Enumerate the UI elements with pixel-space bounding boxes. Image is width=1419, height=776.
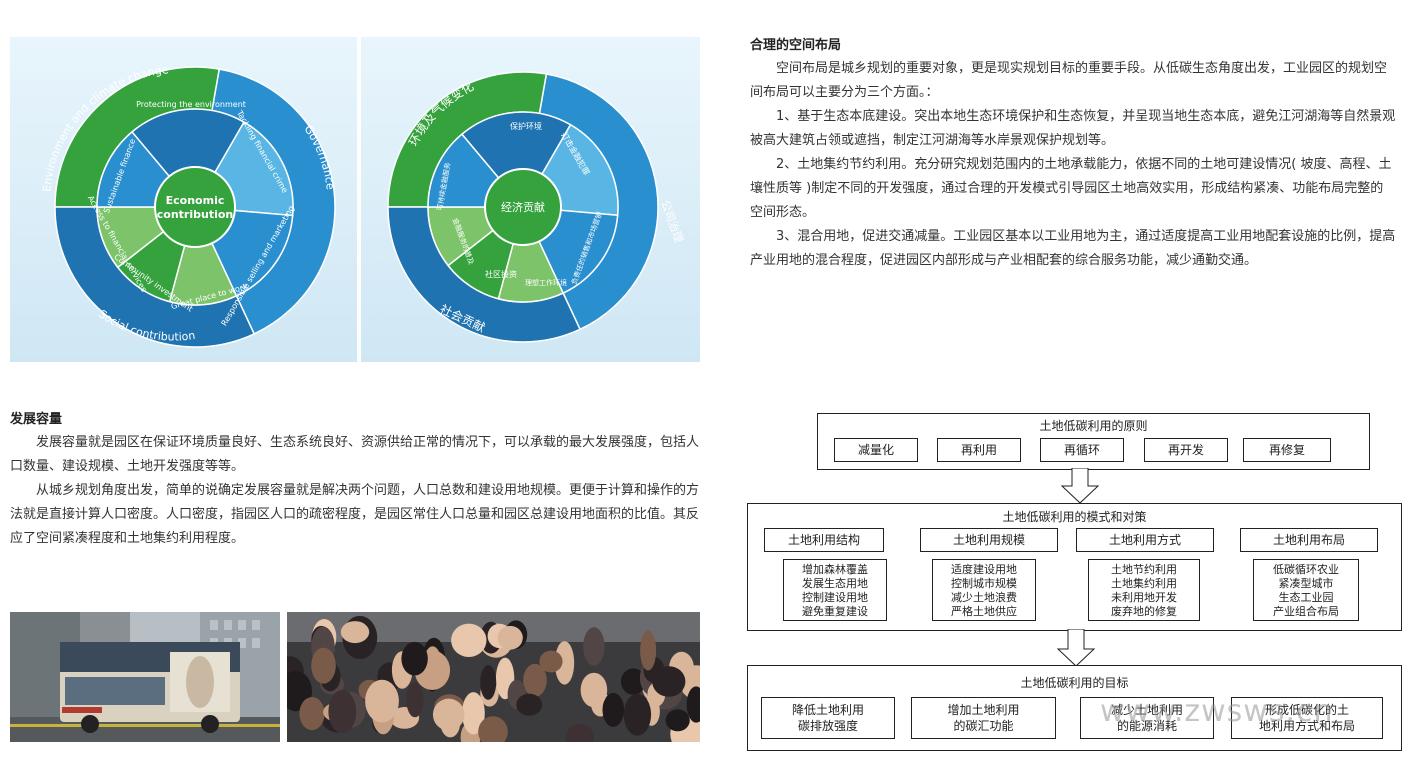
mode-head-2: 土地利用方式 (1076, 528, 1214, 552)
mode-list-3-line-2: 生态工业园 (1278, 591, 1334, 604)
principles-title: 土地低碳利用的原则 (1039, 419, 1148, 433)
modes-box: 土地低碳利用的模式和对策 土地利用结构 土地利用规模 土地利用方式 土地利用布局… (747, 503, 1402, 631)
principle-item-3: 再开发 (1144, 438, 1228, 462)
mode-list-1-line-0: 适度建设用地 (951, 563, 1017, 576)
mode-list-0: 增加森林覆盖 发展生态用地 控制建设用地 避免重复建设 (783, 559, 887, 621)
center-circle (154, 166, 236, 248)
center-label-cn: 经济贡献 (501, 200, 545, 214)
goal-item-2-line-0: 减少土地利用 (1110, 703, 1183, 717)
crowd-person (523, 663, 547, 697)
crowd-person (623, 693, 652, 736)
goal-item-2-line-1: 的能源消耗 (1116, 719, 1177, 733)
center-label-line1: Economic (166, 194, 225, 207)
goals-box: 土地低碳利用的目标 降低土地利用 碳排放强度 增加土地利用 的碳汇功能 减少土地… (747, 665, 1402, 751)
mode-list-3-line-3: 产业组合布局 (1273, 605, 1339, 618)
goal-item-2: 减少土地利用 的能源消耗 (1080, 697, 1214, 739)
inner-label-cn-0: 保护环境 (510, 121, 542, 131)
crowd-person (440, 709, 461, 738)
crowd-person (328, 690, 357, 734)
crowd-person (478, 716, 508, 742)
goal-item-0-line-1: 碳排放强度 (797, 719, 858, 733)
crowd-person (640, 630, 657, 671)
goal-item-1-line-0: 增加土地利用 (947, 703, 1020, 717)
chinese-wheel-diagram: 环境及气候变化 公司治理 社会贡献 保护环境 打击金融犯罪 负责任的销售和市场营… (361, 37, 700, 362)
capacity-paragraph-1: 从城乡规划角度出发，简单的说确定发展容量就是解决两个问题，人口总数和建设用地规模… (10, 483, 700, 546)
goal-item-3-line-1: 地利用方式和布局 (1258, 719, 1355, 733)
goal-item-1-line-1: 的碳汇功能 (953, 719, 1014, 733)
crowd-person (497, 625, 523, 650)
watermark: www.zwsws.cn (1100, 694, 1334, 729)
crowd-person (299, 697, 325, 731)
crowd-person (451, 623, 487, 657)
crowd-person (365, 679, 399, 723)
mode-head-1: 土地利用规模 (920, 528, 1058, 552)
capacity-paragraph-0: 发展容量就是园区在保证环境质量良好、生态系统良好、资源供给正常的情况下，可以承载… (10, 435, 700, 474)
inner-label-0: Protecting the environment (136, 100, 246, 109)
down-arrow-icon (1056, 629, 1096, 667)
mode-list-2-line-2: 未利用地开发 (1111, 591, 1177, 604)
principle-item-1: 再利用 (937, 438, 1021, 462)
modes-title: 土地低碳利用的模式和对策 (1002, 510, 1147, 524)
mode-list-3-line-0: 低碳循环农业 (1273, 563, 1339, 576)
goals-title: 土地低碳利用的目标 (1020, 676, 1129, 690)
mode-list-0-line-1: 发展生态用地 (802, 577, 868, 590)
crowd-person (583, 627, 605, 666)
mode-list-1: 适度建设用地 控制城市规模 减少土地浪费 严格土地供应 (932, 559, 1036, 621)
crowd-person (539, 650, 563, 673)
crowd-person (580, 672, 608, 708)
crowd-person (311, 647, 336, 684)
crowd-person (565, 723, 594, 742)
down-arrow-icon (1060, 468, 1100, 504)
crowd-person (620, 668, 646, 695)
crowd-person (406, 682, 424, 718)
crowd-person (665, 709, 690, 732)
mode-list-3-line-1: 紧凑型城市 (1278, 577, 1334, 590)
crowd-person (462, 692, 485, 735)
goal-item-0: 降低土地利用 碳排放强度 (761, 697, 895, 739)
inner-label-cn-4: 社区投资 (485, 269, 517, 279)
goal-item-3-line-0: 形成低碳化的土 (1264, 703, 1349, 717)
center-label-line2: contribution (157, 208, 233, 221)
layout-section: 合理的空间布局 空间布局是城乡规划的重要对象，更是现实规划目标的重要手段。从低碳… (750, 34, 1396, 273)
mode-head-0: 土地利用结构 (764, 528, 884, 552)
mode-list-2-line-1: 土地集约利用 (1111, 577, 1177, 590)
mode-list-1-line-3: 严格土地供应 (951, 605, 1017, 618)
crowd-person (401, 641, 428, 676)
mode-list-1-line-2: 减少土地浪费 (951, 591, 1017, 604)
principle-item-4: 再修复 (1243, 438, 1331, 462)
capacity-section: 发展容量 发展容量就是园区在保证环境质量良好、生态系统良好、资源供给正常的情况下… (10, 408, 700, 551)
crowd-person (516, 693, 543, 716)
mode-head-3: 土地利用布局 (1240, 528, 1378, 552)
crowd-photo (287, 612, 700, 742)
principle-item-0: 减量化 (834, 438, 918, 462)
crowd-person (340, 621, 370, 644)
mode-list-3: 低碳循环农业 紧凑型城市 生态工业园 产业组合布局 (1253, 559, 1359, 621)
street-bus-photo (10, 612, 280, 742)
layout-paragraph-1: 1、基于生态本底建设。突出本地生态环境保护和生态恢复，并呈现当地生态本底，避免江… (750, 109, 1396, 148)
goal-item-0-line-0: 降低土地利用 (791, 703, 864, 717)
capacity-section-title: 发展容量 (10, 412, 63, 427)
mode-list-2: 土地节约利用 土地集约利用 未利用地开发 废弃地的修复 (1088, 559, 1200, 621)
mode-list-0-line-0: 增加森林覆盖 (802, 563, 868, 576)
mode-list-2-line-3: 废弃地的修复 (1111, 605, 1177, 618)
principle-item-2: 再循环 (1040, 438, 1124, 462)
crowd-person (602, 692, 625, 727)
english-wheel-diagram: Environment and climate change Governanc… (10, 37, 357, 362)
center-circle (484, 168, 562, 246)
crowd-person (480, 665, 497, 700)
layout-paragraph-3: 3、混合用地，促进交通减量。工业园区基本以工业用地为主，通过适度提高工业用地配套… (750, 229, 1396, 268)
inner-label-cn-3: 理想工作环境 (525, 278, 567, 287)
layout-paragraph-0: 空间布局是城乡规划的重要对象，更是现实规划目标的重要手段。从低碳生态角度出发，工… (750, 61, 1388, 100)
mode-list-0-line-3: 避免重复建设 (802, 605, 868, 618)
mode-list-2-line-0: 土地节约利用 (1111, 563, 1177, 576)
mode-list-1-line-1: 控制城市规模 (951, 577, 1017, 590)
principles-box: 土地低碳利用的原则 减量化 再利用 再循环 再开发 再修复 (817, 413, 1370, 470)
crowd-person (686, 686, 700, 723)
layout-section-title: 合理的空间布局 (750, 38, 842, 53)
crowd-person (554, 641, 575, 685)
goal-item-3: 形成低碳化的土 地利用方式和布局 (1231, 697, 1383, 739)
mode-list-0-line-2: 控制建设用地 (802, 591, 868, 604)
layout-paragraph-2: 2、土地集约节约利用。充分研究规划范围内的土地承载能力，依据不同的土地可建设情况… (750, 157, 1392, 220)
goal-item-1: 增加土地利用 的碳汇功能 (911, 697, 1056, 739)
